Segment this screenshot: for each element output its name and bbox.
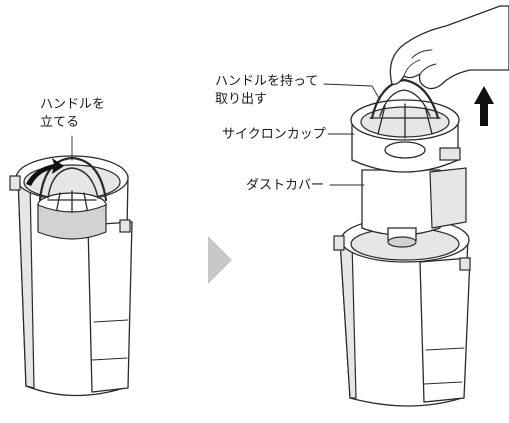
- left-dust-container: [9, 155, 133, 397]
- cyclone-cup-label: サイクロンカップ: [222, 127, 326, 142]
- dust-cover-label: ダストカバー: [246, 178, 325, 193]
- cyclone-cup: [350, 99, 461, 173]
- lift-up-arrow-icon: [474, 86, 494, 126]
- dust-cover: [361, 167, 467, 248]
- left-handle-label-line2: 立てる: [40, 115, 80, 130]
- step-arrow-icon: [208, 236, 232, 284]
- rotate-arrow-icon: [26, 158, 64, 186]
- hand-illustration: [389, 5, 509, 90]
- left-handle-label-line1: ハンドルを: [40, 97, 106, 112]
- right-handle-leader: [323, 83, 381, 101]
- cup-handle: [370, 78, 440, 120]
- right-handle-label-line2: 取り出す: [215, 92, 268, 107]
- right-handle-label-line1: ハンドルを持って: [215, 74, 319, 89]
